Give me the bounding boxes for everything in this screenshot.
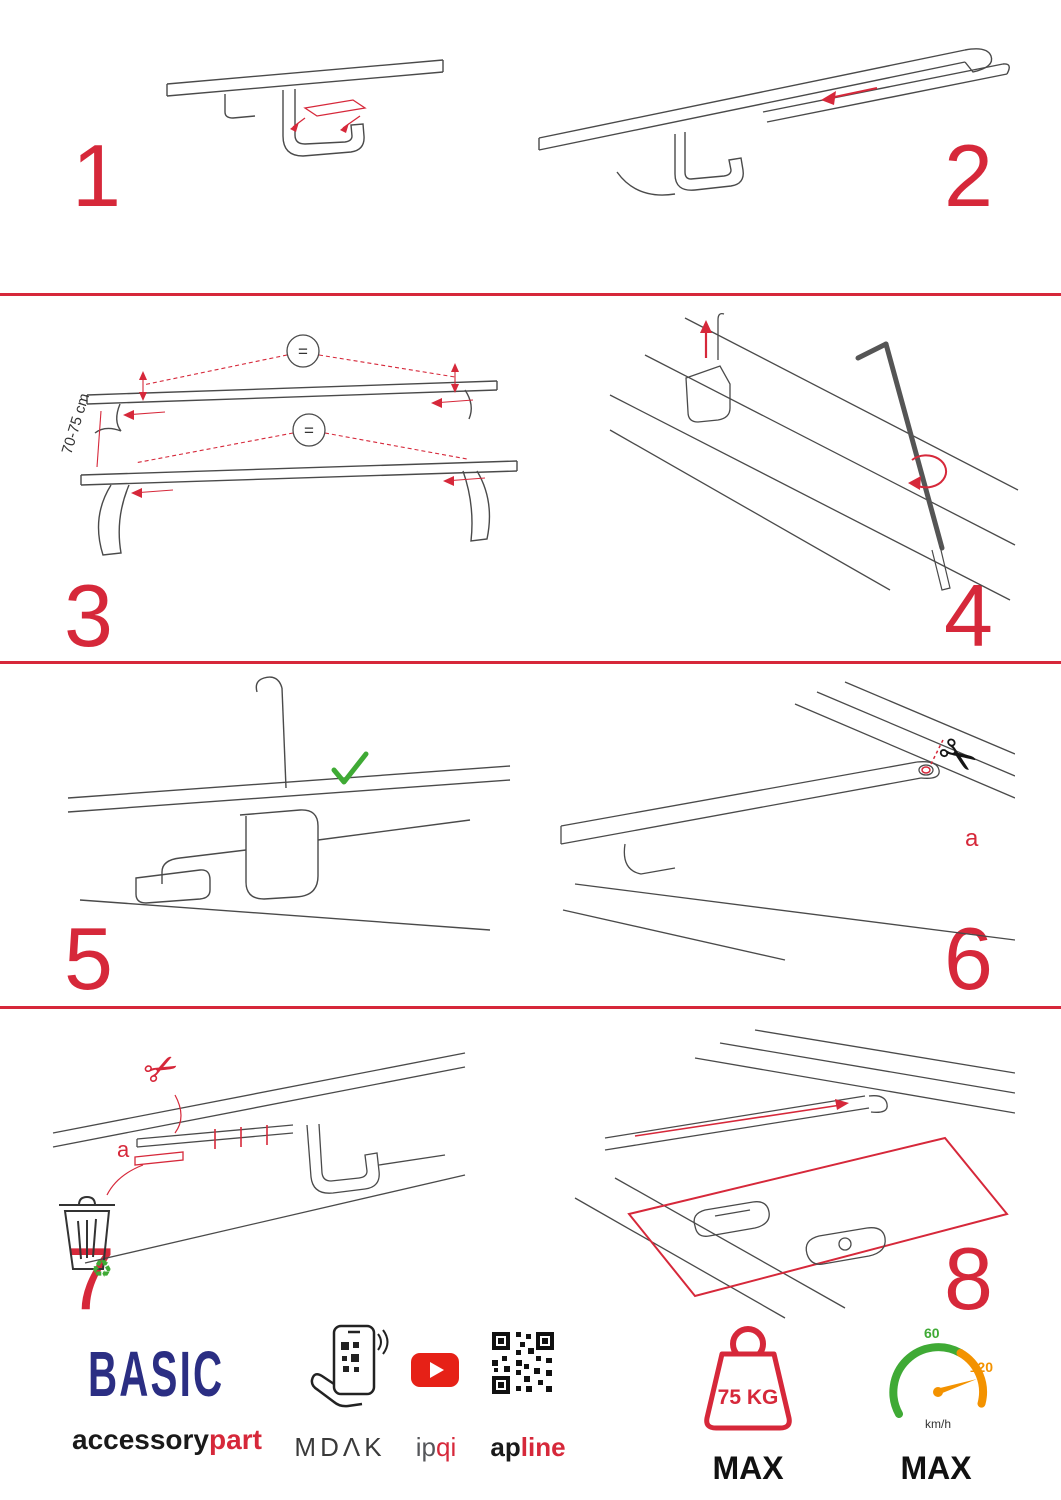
measure-arrowheads [123, 363, 459, 498]
partner-mdak-label: MDΛK [294, 1432, 386, 1462]
weight-value-label: 75 KG [718, 1386, 779, 1409]
roof-bar-sketch [166, 59, 444, 157]
speed-max-label: MAX [900, 1450, 972, 1486]
step-2-number: 2 [944, 126, 993, 225]
step-5-number: 5 [64, 909, 113, 1008]
bar-distance-label: 70-75 cm [59, 391, 94, 456]
step-8-illustration [545, 1018, 1015, 1323]
step-7-illustration: ✂ a ♻ [25, 1025, 475, 1285]
clamp-pin-sketch [67, 676, 511, 931]
allen-key-tip [931, 545, 951, 591]
scan-waves [377, 1329, 389, 1355]
step-6-number: 6 [944, 909, 993, 1008]
apline-red: line [520, 1432, 566, 1462]
speed-low-label: 60 [924, 1325, 940, 1341]
speed-needle-hub [933, 1387, 943, 1397]
trash-bin-icon [59, 1195, 115, 1270]
ipqi-black: ip [415, 1432, 436, 1462]
check-icon [331, 751, 369, 785]
weight-body [704, 1351, 792, 1431]
crossbars-sketch [80, 380, 518, 556]
brand-logo: BASIC [88, 1337, 225, 1410]
brand-subtitle-black: accessory [72, 1424, 210, 1455]
apline-black: ap [490, 1432, 521, 1462]
brand-subtitle: accessorypart [72, 1424, 262, 1456]
step-1-number: 1 [72, 126, 121, 225]
brand-subtitle-red: part [209, 1424, 262, 1455]
speed-arc-orange [956, 1349, 988, 1408]
foot-pads-sketch [693, 1201, 886, 1265]
rotate-arrow [908, 454, 948, 490]
phone-qr-scan-icon [308, 1322, 392, 1422]
allen-key-icon [855, 341, 945, 551]
section-divider-3 [0, 1006, 1061, 1009]
cut-ticks-and-piece [106, 1094, 268, 1196]
strip-insert-arrow [634, 1099, 849, 1137]
cut-mark [921, 739, 944, 774]
insert-arrows [290, 122, 349, 133]
roof-overview-sketch [574, 1029, 1015, 1319]
step-4-illustration [590, 300, 1020, 650]
step-2-illustration [525, 22, 1015, 217]
partner-apline-label: apline [482, 1432, 574, 1463]
step-7-number: 7 [66, 1229, 115, 1328]
phone-outline [332, 1324, 376, 1396]
equal-badge-bottom: = [304, 421, 314, 440]
speedometer-icon: 60 120 km/h [878, 1322, 994, 1442]
hand-outline [310, 1372, 363, 1408]
step-4-number: 4 [944, 566, 993, 665]
speed-needle [935, 1379, 977, 1396]
youtube-icon [410, 1352, 460, 1388]
slide-arrow [821, 87, 878, 105]
scissors-icon: ✂ [927, 724, 988, 789]
scissors-red-icon: ✂ [137, 1042, 187, 1097]
step-1-illustration [155, 38, 455, 248]
section-divider-1 [0, 293, 1061, 296]
cut-label-a2: a [117, 1137, 130, 1162]
speed-arc-green [889, 1343, 965, 1418]
step-3-illustration: = = 70-75 cm [25, 303, 560, 578]
door-frame-sketch [609, 312, 1019, 601]
cut-label-a: a [965, 825, 979, 852]
qr-code-icon [490, 1330, 556, 1396]
strip-trim-sketch [52, 1052, 466, 1264]
max-weight-icon: 75 KG [692, 1322, 804, 1440]
qr-modules [492, 1332, 554, 1394]
ipqi-red: qi [436, 1432, 457, 1462]
speed-unit-label: km/h [925, 1417, 951, 1431]
partner-ipqi-label: ipqi [402, 1432, 470, 1463]
recycle-icon: ♻ [91, 1256, 113, 1283]
rubber-pad-highlight [292, 99, 367, 129]
phone-qr-pixels [341, 1342, 359, 1372]
equal-badges [286, 334, 326, 447]
step-3-number: 3 [64, 566, 113, 665]
equal-badge-top: = [298, 342, 308, 361]
speed-high-label: 120 [970, 1359, 994, 1375]
step-6-illustration: ✂ a [545, 678, 1015, 973]
section-divider-2 [0, 661, 1061, 664]
weight-max-label: MAX [712, 1450, 784, 1486]
youtube-play-triangle [430, 1362, 444, 1378]
step-5-illustration [50, 670, 530, 965]
bar-and-clamp-sketch [538, 48, 1010, 196]
detail-frame [627, 1136, 1009, 1298]
lift-arrow [700, 320, 712, 358]
step-8-number: 8 [944, 1229, 993, 1328]
bar-end-sketch [560, 681, 1015, 961]
